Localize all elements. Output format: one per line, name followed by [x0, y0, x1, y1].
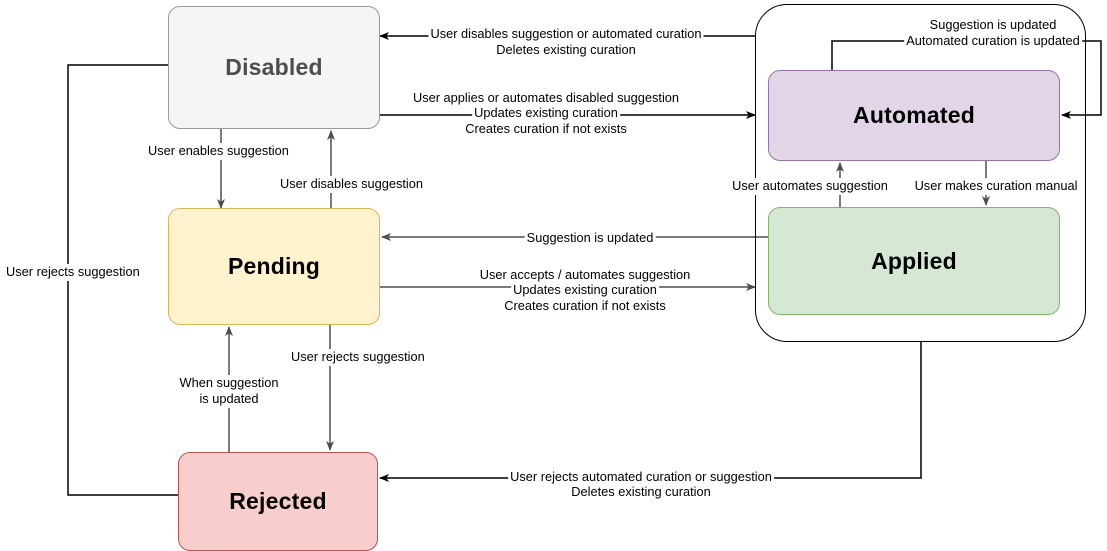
edge-label-pending-to-applied-line2: Updates existing curation — [511, 282, 659, 299]
edge-label-rejected-to-pending-line1: When suggestion — [177, 375, 281, 392]
edge-label-automated-to-applied: User makes curation manual — [912, 178, 1080, 195]
curated-group-container — [755, 4, 1086, 342]
edge-label-applied-to-pending: Suggestion is updated — [524, 230, 656, 247]
edge-label-disabled-to-rejected: User rejects suggestion — [4, 264, 142, 281]
edge-label-pending-to-rejected: User rejects suggestion — [289, 349, 427, 366]
edge-label-pending-to-applied-line1: User accepts / automates suggestion — [477, 267, 693, 284]
edge-label-rejected-to-pending-line2: is updated — [197, 391, 261, 408]
edge-label-group-to-disabled-line1: User disables suggestion or automated cu… — [428, 26, 704, 43]
edge-label-automated-loop-line2: Automated curation is updated — [904, 33, 1082, 50]
state-label-disabled: Disabled — [225, 54, 323, 80]
state-node-rejected[interactable]: Rejected — [178, 452, 378, 551]
edge-group-to-rejected — [379, 342, 922, 482]
edge-label-disabled-to-pending: User enables suggestion — [146, 143, 291, 160]
edge-label-pending-to-disabled: User disables suggestion — [278, 176, 425, 193]
edge-label-group-to-rejected-line2: Deletes existing curation — [569, 484, 713, 501]
state-label-applied: Applied — [871, 247, 957, 274]
edge-label-disabled-to-automated-line3: Creates curation if not exists — [463, 121, 629, 138]
edge-label-disabled-to-automated-line2: Updates existing curation — [472, 105, 620, 122]
edge-label-pending-to-applied-line3: Creates curation if not exists — [502, 298, 668, 315]
edge-label-disabled-to-automated-line1: User applies or automates disabled sugge… — [410, 90, 682, 107]
state-node-automated[interactable]: Automated — [768, 70, 1060, 161]
edge-label-automated-loop-line1: Suggestion is updated — [927, 17, 1059, 34]
edge-label-applied-to-automated: User automates suggestion — [730, 178, 890, 195]
state-node-applied[interactable]: Applied — [768, 207, 1060, 315]
edge-label-group-to-rejected-line1: User rejects automated curation or sugge… — [508, 469, 774, 486]
edge-label-group-to-disabled-line2: Deletes existing curation — [494, 42, 638, 59]
state-label-pending: Pending — [227, 253, 321, 279]
state-node-pending[interactable]: Pending — [168, 208, 380, 325]
edge-automated-self-loop — [831, 40, 1102, 119]
state-node-disabled[interactable]: Disabled — [168, 6, 380, 129]
state-label-automated: Automated — [853, 102, 975, 128]
state-label-rejected: Rejected — [229, 488, 327, 514]
